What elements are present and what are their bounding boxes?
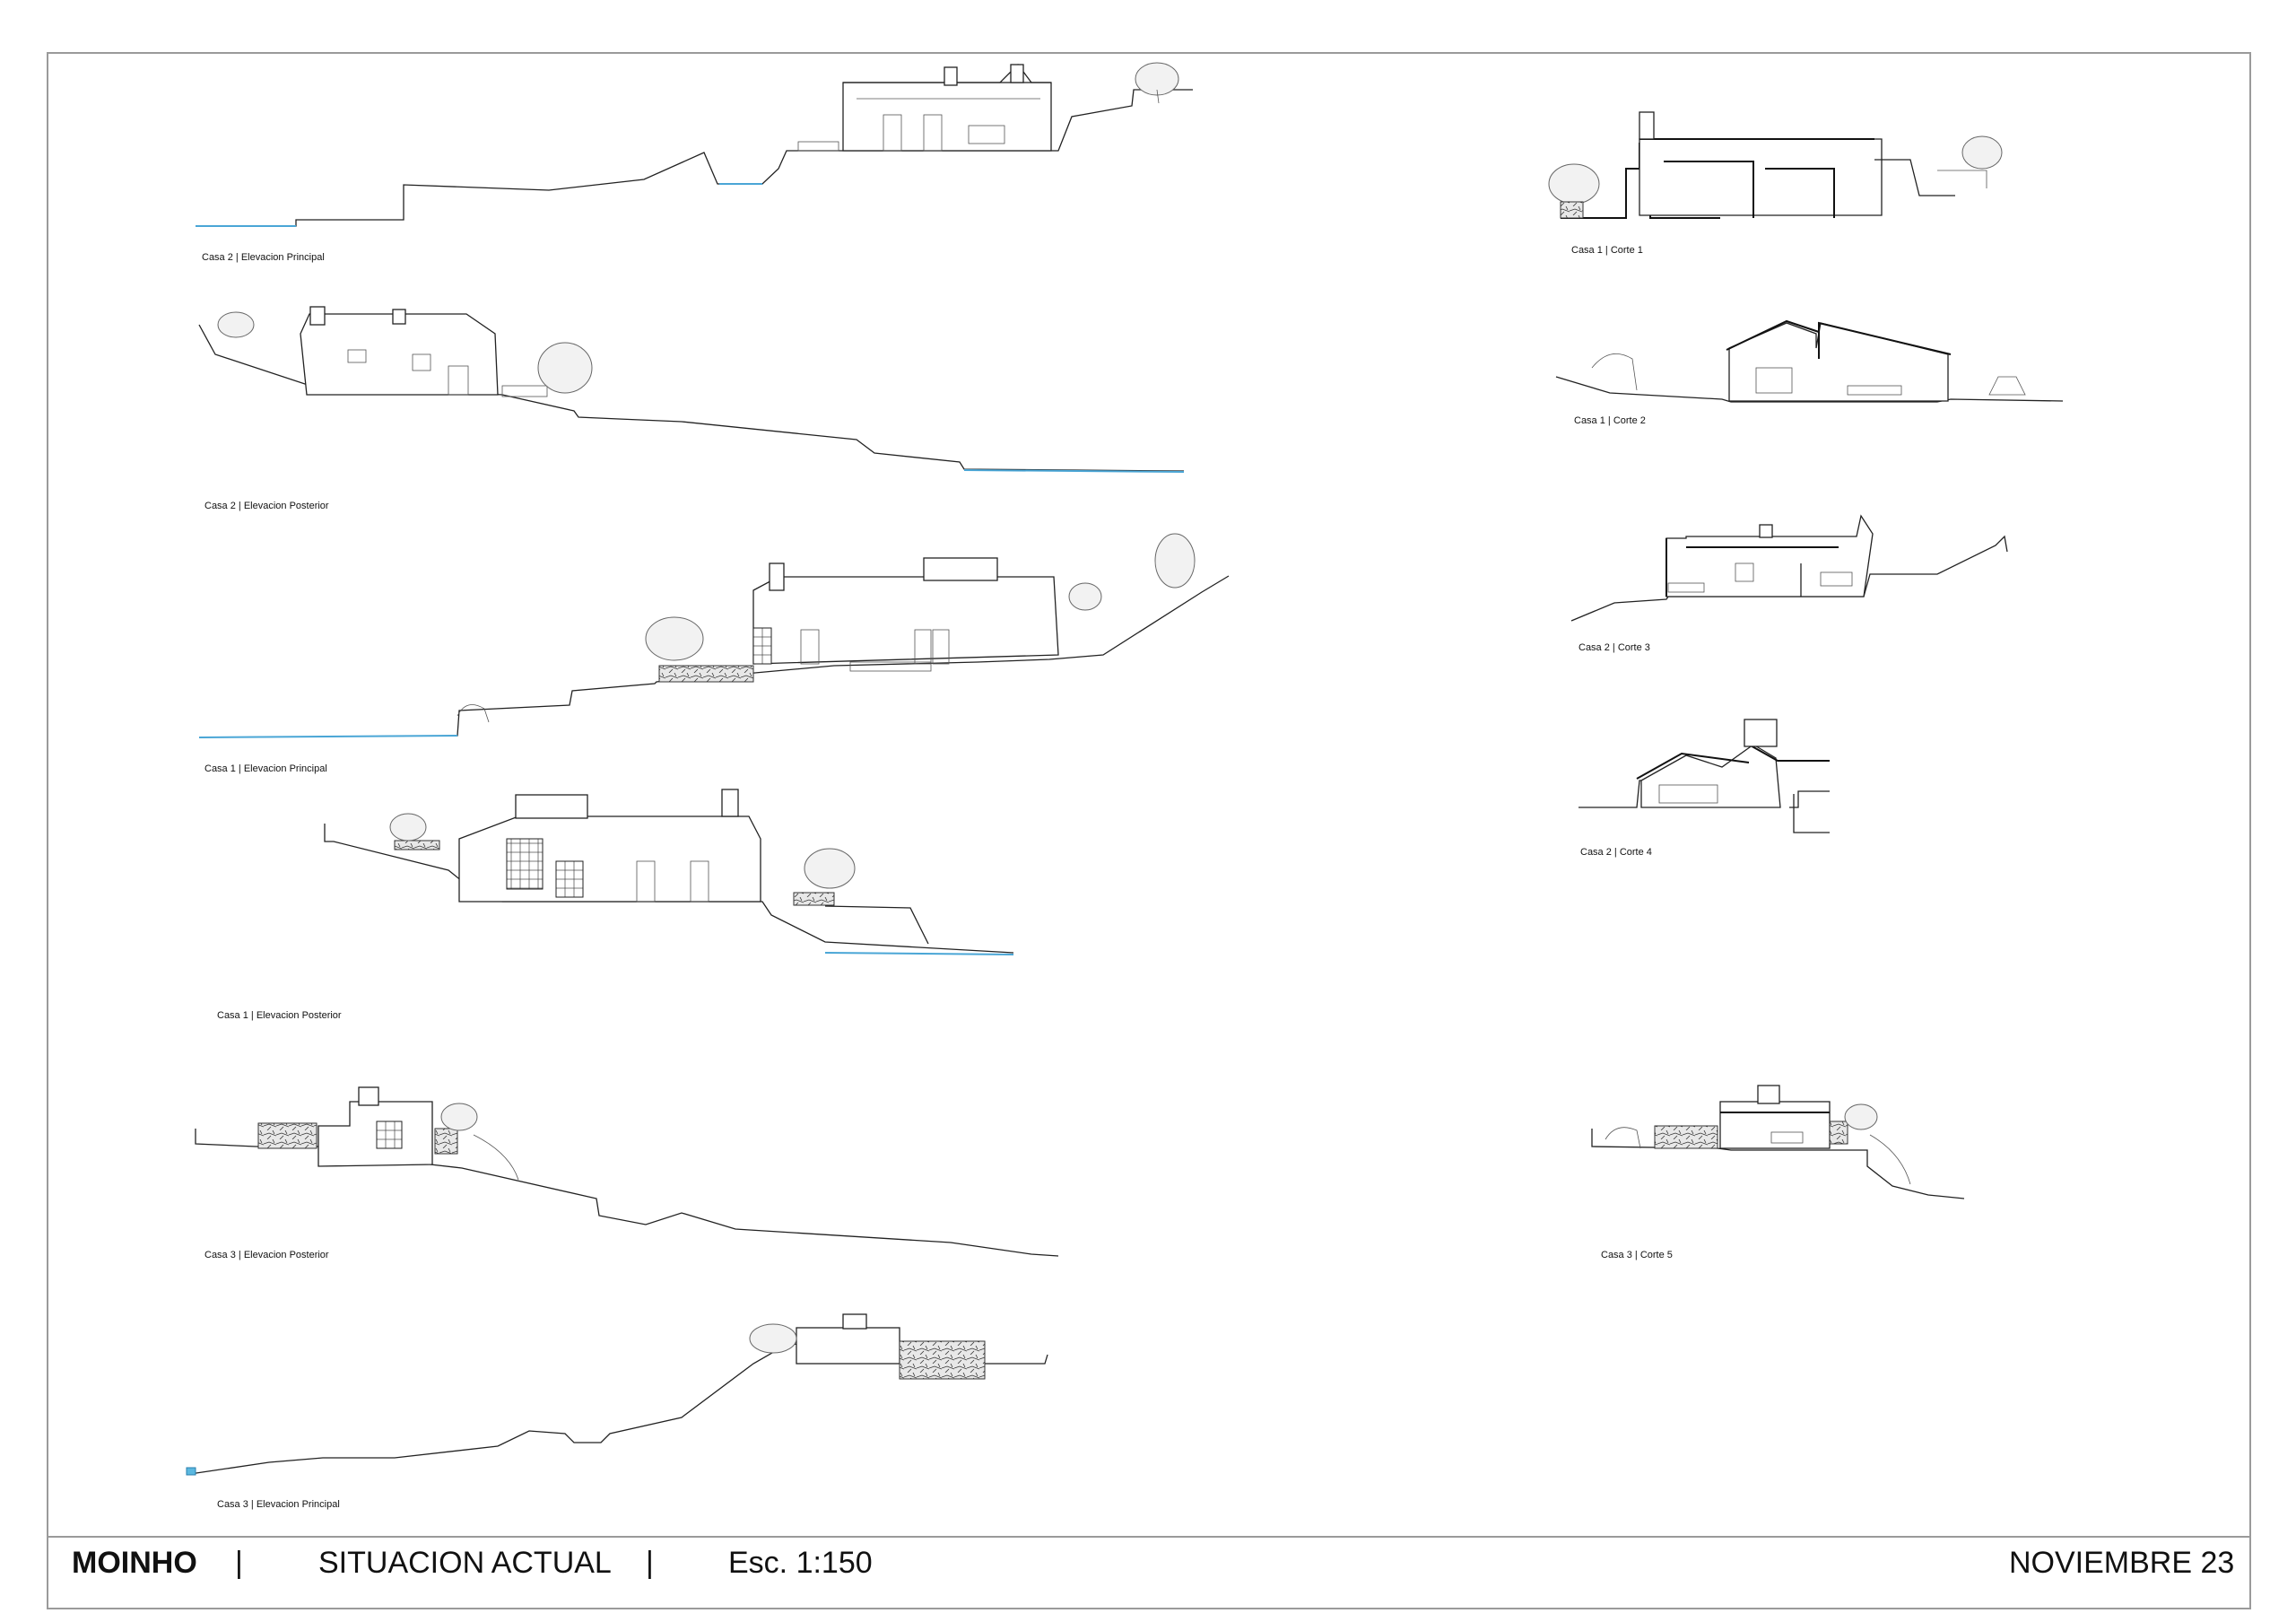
caption: Casa 2 | Elevacion Posterior xyxy=(204,501,329,511)
title-block xyxy=(47,1536,2251,1609)
caption: Casa 3 | Elevacion Principal xyxy=(217,1499,340,1510)
caption: Casa 2 | Elevacion Principal xyxy=(202,252,325,263)
chimney xyxy=(358,1086,379,1106)
section-building xyxy=(1640,744,1781,808)
tree-icon xyxy=(389,813,427,842)
casa1-elevacion-principal xyxy=(198,533,1230,738)
chimney xyxy=(721,789,739,817)
tree-icon xyxy=(1548,163,1600,205)
roof-volume xyxy=(842,1313,867,1330)
building-casa3-rear xyxy=(317,1101,433,1167)
chimney xyxy=(309,306,326,326)
roof-volume xyxy=(515,794,588,819)
casa1-corte-1 xyxy=(1548,111,2003,219)
chimney xyxy=(1759,524,1773,538)
tree-icon xyxy=(440,1103,478,1131)
tree-icon xyxy=(1135,62,1179,96)
tree-icon xyxy=(804,848,856,889)
stone-wall xyxy=(1560,201,1584,219)
sheet-date: NOVIEMBRE 23 xyxy=(2009,1546,2235,1580)
stone-wall xyxy=(257,1122,317,1149)
tree-icon xyxy=(1961,135,2003,170)
stone-wall xyxy=(1829,1121,1848,1145)
horse-icon xyxy=(457,704,490,723)
section-building xyxy=(1639,138,1883,216)
project-name: MOINHO xyxy=(72,1546,197,1580)
stone-wall xyxy=(1654,1125,1718,1149)
building-casa3 xyxy=(796,1327,900,1365)
horse-icon xyxy=(1591,353,1638,391)
tree-icon xyxy=(217,311,255,338)
caption: Casa 1 | Corte 2 xyxy=(1574,415,1646,426)
drawing-scale: Esc. 1:150 xyxy=(728,1546,873,1580)
stone-wall xyxy=(658,665,754,683)
caption: Casa 1 | Corte 1 xyxy=(1571,245,1643,256)
horse-icon xyxy=(1605,1127,1641,1149)
chimney xyxy=(1757,1085,1780,1104)
casa3-elevacion-posterior xyxy=(195,1086,1059,1257)
drawing-sheet-frame xyxy=(47,52,2251,1609)
casa1-elevacion-posterior xyxy=(324,789,1014,955)
chimney xyxy=(1010,64,1024,83)
tree-icon xyxy=(537,342,593,394)
section-building xyxy=(1719,1101,1831,1149)
chimney xyxy=(769,562,785,591)
roof-volume xyxy=(923,557,998,581)
rock-icon xyxy=(1988,376,2026,396)
tree-icon xyxy=(1844,1103,1878,1130)
tree-icon xyxy=(1154,533,1196,589)
caption: Casa 2 | Corte 4 xyxy=(1580,847,1652,858)
stone-wall xyxy=(793,892,835,906)
casa2-corte-4 xyxy=(1578,719,1830,833)
caption: Casa 1 | Elevacion Principal xyxy=(204,763,327,774)
casa3-elevacion-principal xyxy=(186,1313,1048,1476)
casa1-corte-2 xyxy=(1555,319,2064,403)
caption: Casa 3 | Elevacion Posterior xyxy=(204,1250,329,1260)
casa2-elevacion-posterior xyxy=(198,306,1185,473)
stone-wall xyxy=(434,1128,458,1155)
tree-icon xyxy=(1068,582,1102,611)
chimney xyxy=(1639,111,1655,140)
title-separator: | xyxy=(646,1546,654,1580)
caption: Casa 2 | Corte 3 xyxy=(1578,642,1650,653)
architectural-drawings: Casa 2 | Elevacion Principal Casa 2 | El… xyxy=(186,62,2064,1510)
chimney xyxy=(392,309,406,325)
stone-wall xyxy=(394,840,440,850)
casa3-corte-5 xyxy=(1591,1085,1965,1199)
section-building xyxy=(1665,514,1874,597)
building-casa1 xyxy=(752,576,1059,665)
building-casa2 xyxy=(842,82,1052,152)
tree-icon xyxy=(645,616,704,661)
section-building xyxy=(1728,322,1949,402)
caption: Casa 3 | Corte 5 xyxy=(1601,1250,1673,1260)
sheet-subject: SITUACION ACTUAL xyxy=(318,1546,612,1580)
caption: Casa 1 | Elevacion Posterior xyxy=(217,1010,342,1021)
casa2-elevacion-principal xyxy=(196,62,1193,227)
casa2-corte-3 xyxy=(1570,514,2008,622)
title-separator: | xyxy=(235,1546,243,1580)
roof-volume xyxy=(1744,719,1778,747)
stone-wall xyxy=(899,1340,986,1380)
chimney xyxy=(944,66,958,86)
building-casa1-rear xyxy=(458,815,761,903)
tree-icon xyxy=(749,1323,797,1354)
